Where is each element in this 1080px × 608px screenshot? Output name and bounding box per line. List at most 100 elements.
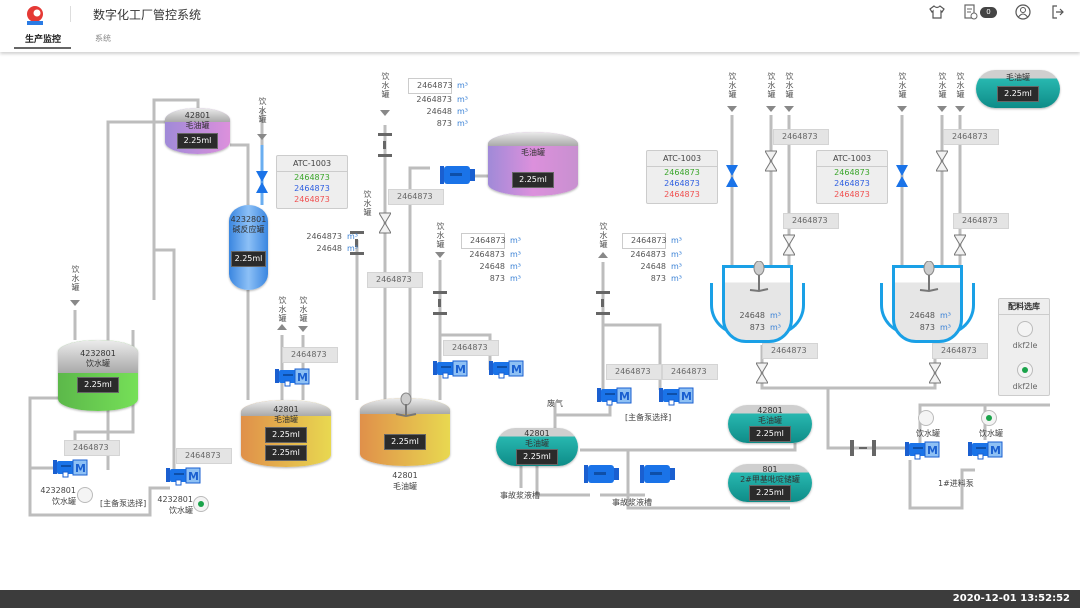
status-indicator-off xyxy=(918,410,934,426)
unit-label: m³ xyxy=(671,262,682,271)
user-icon[interactable] xyxy=(1015,4,1031,20)
status-indicator-off xyxy=(77,487,93,503)
selector-option-radio[interactable] xyxy=(1017,362,1033,378)
readout-value: 24648 xyxy=(640,262,666,271)
value-box: 2464873 xyxy=(176,448,232,464)
valve-icon[interactable] xyxy=(954,234,966,256)
tank-name: 毛油罐 xyxy=(393,482,417,491)
tank-level-display: 2.25ml xyxy=(997,86,1039,102)
arrow-down-icon xyxy=(784,106,794,112)
selector-option-label[interactable]: dkf2le xyxy=(1012,382,1038,391)
indicator-label: 饮水罐 xyxy=(916,429,940,438)
tank-methylpyridine-storage[interactable]: 801 2#甲基吡啶储罐 2.25ml xyxy=(728,464,812,502)
tank-horizontal-crude-oil-2[interactable]: 42801 毛油罐 2.25ml xyxy=(728,405,812,443)
pump-motor-icon[interactable] xyxy=(489,359,525,379)
valve-icon[interactable] xyxy=(765,150,777,172)
pump-icon[interactable] xyxy=(584,463,620,485)
pump-icon[interactable] xyxy=(640,463,676,485)
value-box: 2464873 xyxy=(943,129,999,145)
atc-title: ATC-1003 xyxy=(277,156,347,172)
readout-input[interactable]: 2464873 xyxy=(461,233,506,249)
water-inlet-label: 饮水罐 xyxy=(599,222,608,249)
tank-horizontal-crude-oil[interactable]: 42801 毛油罐 2.25ml xyxy=(496,428,578,466)
valve-icon[interactable] xyxy=(783,234,795,256)
shirt-icon[interactable] xyxy=(929,5,945,19)
tab-production-monitor[interactable]: 生产监控 xyxy=(25,35,62,45)
readout-value: 873 xyxy=(436,119,452,128)
pump-motor-icon[interactable] xyxy=(53,458,89,478)
pump-motor-icon[interactable] xyxy=(275,367,311,387)
unit-label: m³ xyxy=(940,323,951,332)
pump-motor-icon[interactable] xyxy=(905,440,941,460)
unit-label: m³ xyxy=(671,236,682,245)
value-box: 2464873 xyxy=(662,364,718,380)
pump-motor-icon[interactable] xyxy=(968,440,1004,460)
readout-value: 2464873 xyxy=(469,250,505,259)
control-valve-icon[interactable] xyxy=(895,164,909,188)
valve-icon[interactable] xyxy=(929,362,941,384)
selector-option-radio[interactable] xyxy=(1017,321,1033,337)
active-tab-underline xyxy=(14,47,71,49)
water-inlet-label: 饮水罐 xyxy=(71,265,80,292)
selector-option-label[interactable]: dkf2le xyxy=(1012,341,1038,350)
reactor-volume-1: 24648 xyxy=(909,311,935,320)
readout-value: 2464873 xyxy=(306,232,342,241)
value-box: 2464873 xyxy=(932,343,988,359)
pump-motor-icon[interactable] xyxy=(597,386,633,406)
accident-tank-label: 事故浆液槽 xyxy=(500,491,540,500)
report-icon[interactable] xyxy=(963,4,979,20)
tank-name: 毛油罐 xyxy=(758,416,782,425)
water-inlet-label: 饮水罐 xyxy=(436,222,445,249)
pump-icon[interactable] xyxy=(440,164,476,186)
tank-id: 42801 xyxy=(392,471,418,480)
logout-icon[interactable] xyxy=(1050,4,1066,20)
arrow-down-icon xyxy=(70,300,80,306)
unit-label: m³ xyxy=(770,311,781,320)
readout-value: 873 xyxy=(489,274,505,283)
tank-alkali-reactor[interactable]: 4232801 碱反应罐 2.25ml xyxy=(229,205,268,290)
pump-motor-icon[interactable] xyxy=(166,466,202,486)
tank-water[interactable]: 4232801 饮水罐 2.25ml xyxy=(58,340,138,411)
tank-crude-oil-small[interactable]: 42801 毛油罐 2.25ml xyxy=(165,108,230,154)
pump-select-label[interactable]: [主备泵选择] xyxy=(100,499,147,508)
value-box: 2464873 xyxy=(783,213,839,229)
pump-motor-icon[interactable] xyxy=(659,386,695,406)
tab-system[interactable]: 系统 xyxy=(95,34,111,43)
tank-id: 4232801 xyxy=(230,215,267,224)
valve-icon[interactable] xyxy=(379,212,391,234)
unit-label: m³ xyxy=(510,274,521,283)
agitator-icon xyxy=(749,261,769,293)
valve-icon[interactable] xyxy=(756,362,768,384)
arrow-down-icon xyxy=(766,106,776,112)
water-inlet-label: 饮水罐 xyxy=(728,72,737,99)
tank-horizontal-crude-oil-top[interactable]: 毛油罐 2.25ml xyxy=(976,70,1060,108)
reactor-volume-2: 873 xyxy=(919,323,935,332)
control-valve-icon[interactable] xyxy=(255,170,269,194)
notification-badge[interactable]: 0 xyxy=(980,7,997,18)
pump-motor-icon[interactable] xyxy=(433,359,469,379)
water-inlet-label: 饮水罐 xyxy=(956,72,965,99)
value-box: 2464873 xyxy=(367,272,423,288)
arrow-down-icon xyxy=(257,134,267,140)
readout-input[interactable]: 2464873 xyxy=(622,233,667,249)
flow-meter-icon xyxy=(596,291,610,315)
unit-label: m³ xyxy=(510,250,521,259)
tank-crude-oil-large[interactable]: 毛油罐 2.25ml xyxy=(488,132,578,196)
tank-level-display: 2.25ml xyxy=(230,251,267,267)
unit-label: m³ xyxy=(457,119,468,128)
tank-level-display: 2.25ml xyxy=(176,133,219,149)
pump-select-label[interactable]: [主备泵选择] xyxy=(625,413,672,422)
valve-icon[interactable] xyxy=(936,150,948,172)
tank-level-display: 2.25ml xyxy=(749,426,791,442)
material-selector-panel: 配料选库 dkf2le dkf2le xyxy=(998,298,1050,396)
tank-crude-oil-orange[interactable]: 42801 毛油罐 2.25ml 2.25ml xyxy=(241,400,331,467)
control-valve-icon[interactable] xyxy=(725,164,739,188)
readout-input[interactable]: 2464873 xyxy=(408,78,453,94)
logo-icon xyxy=(27,6,43,25)
